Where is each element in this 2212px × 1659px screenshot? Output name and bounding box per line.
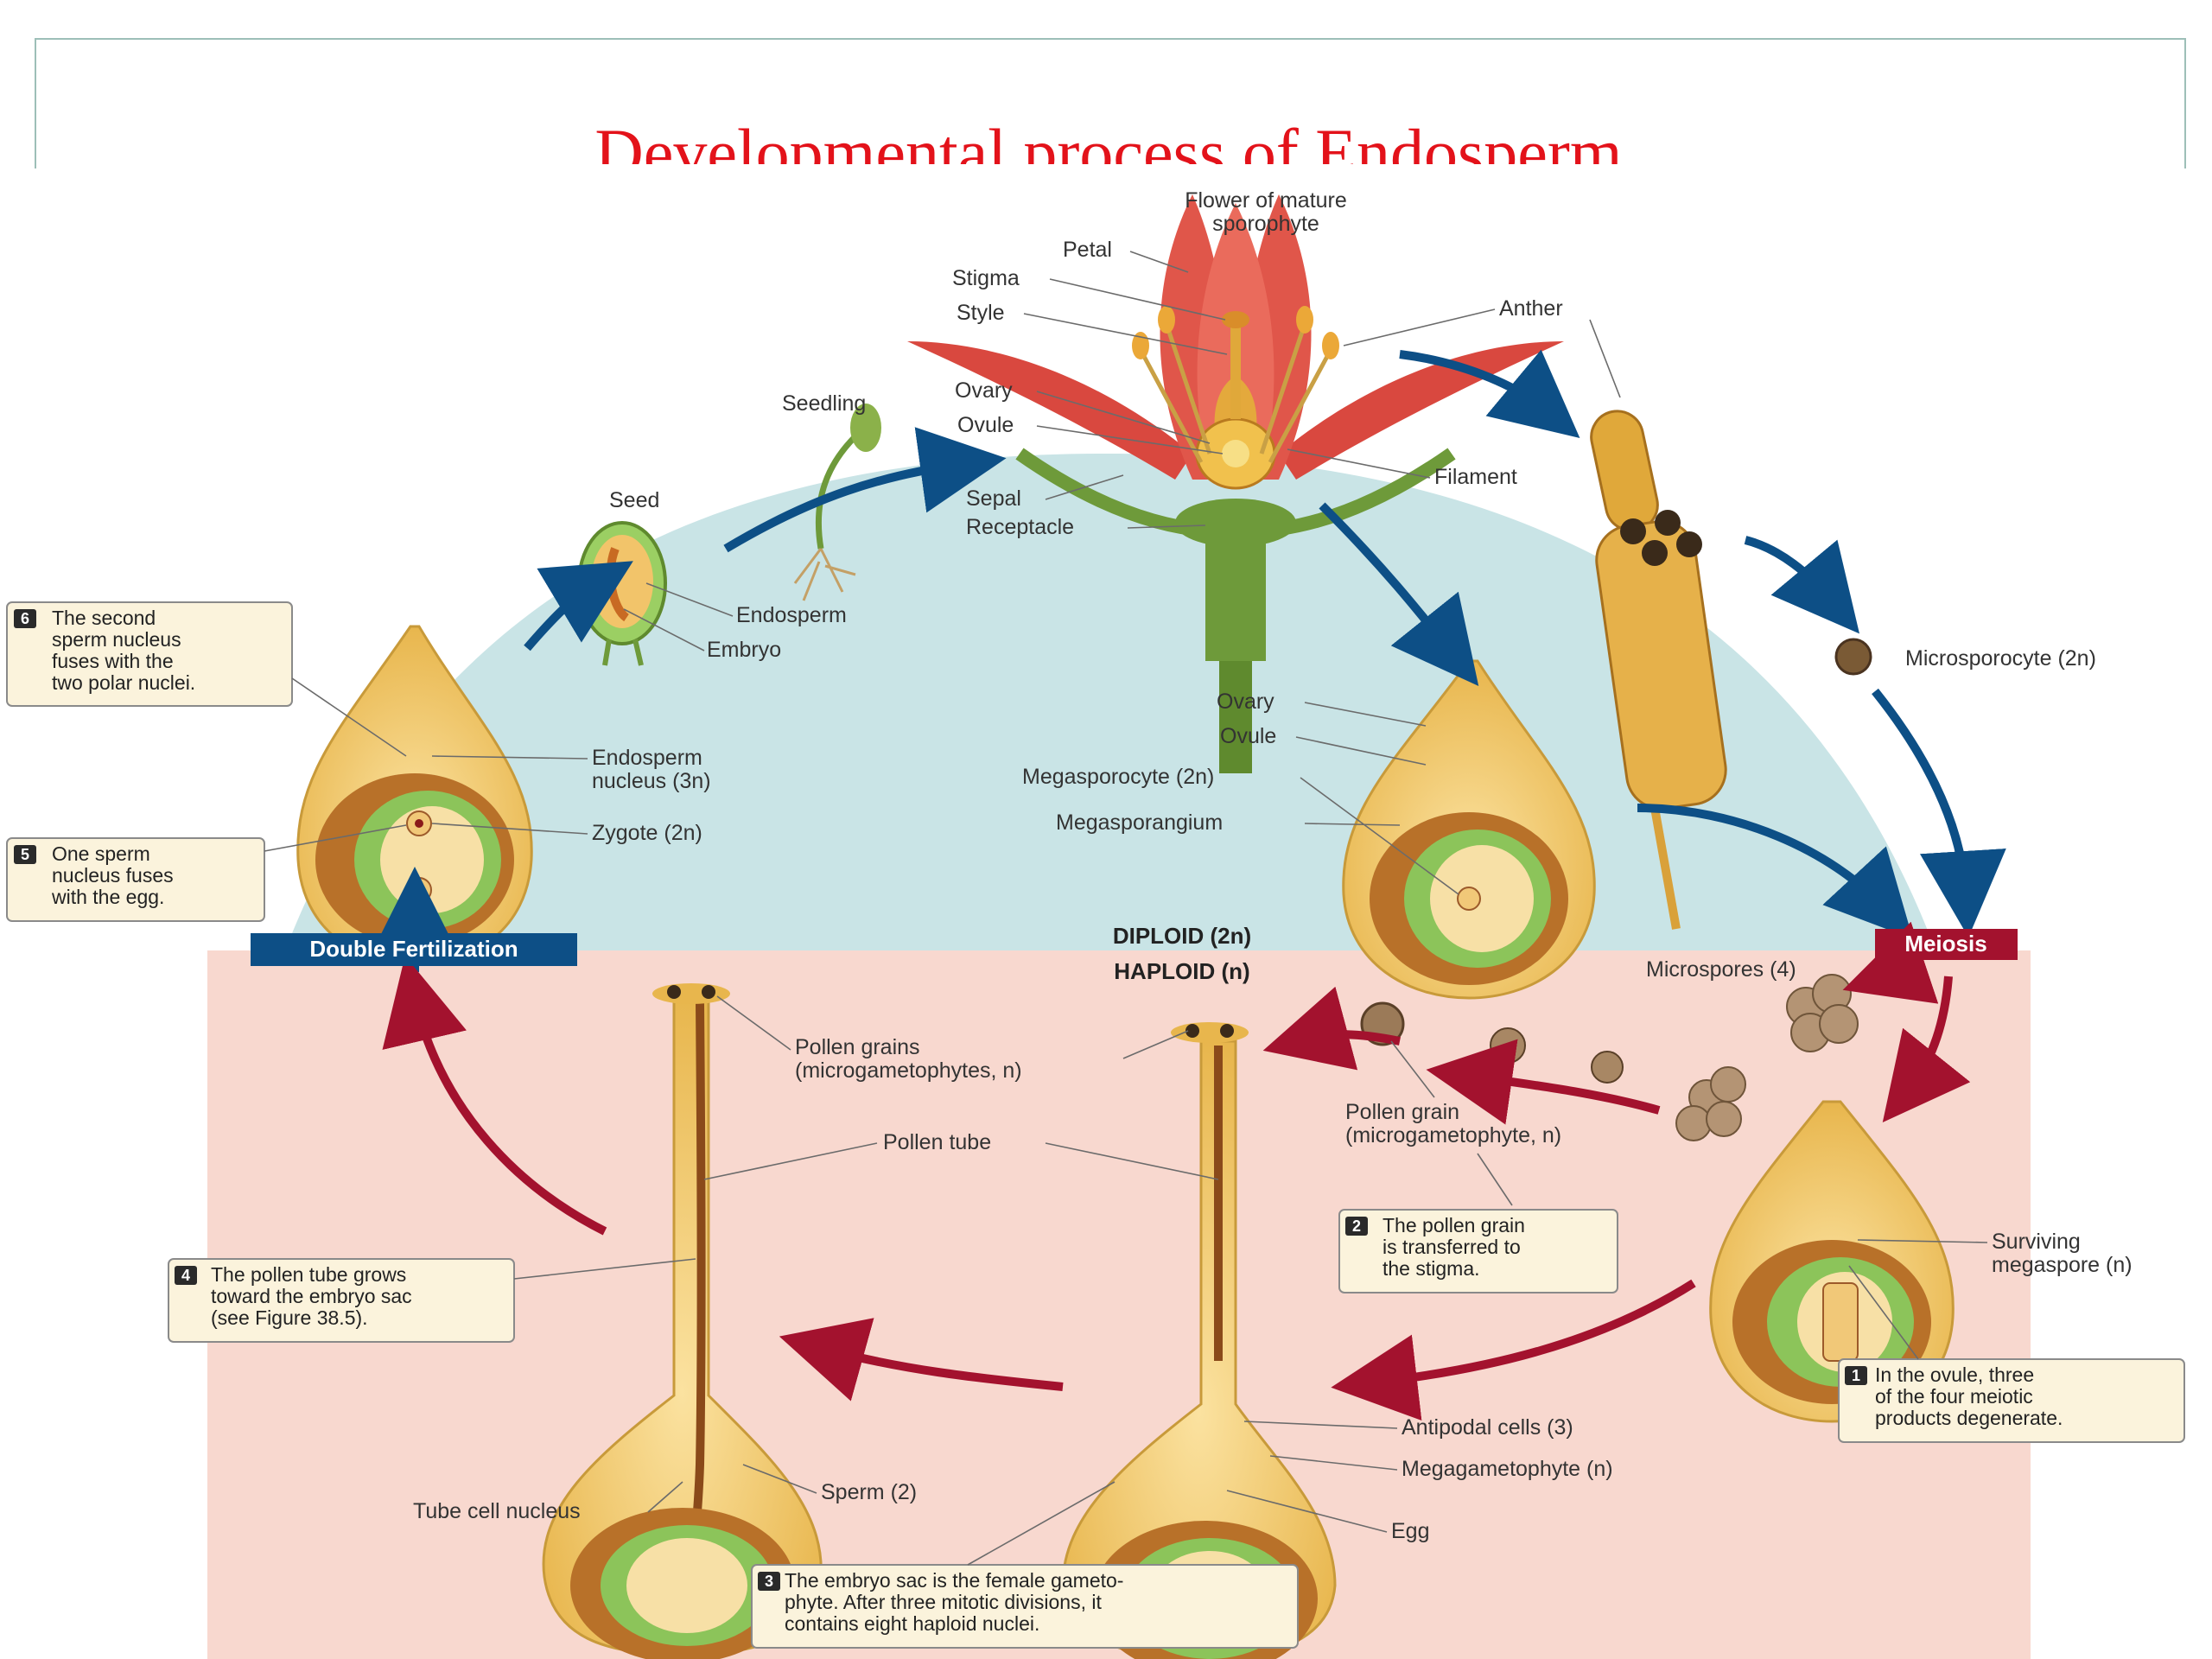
megasporocyte-ovule xyxy=(1342,659,1596,1000)
label-endosperm: Endosperm xyxy=(736,603,847,627)
title-area: Developmental process of Endosperm xyxy=(35,86,2183,164)
blue-arrows xyxy=(372,349,2006,972)
step-1-line-1: In the ovule, three xyxy=(1875,1363,2034,1386)
label-receptacle: Receptacle xyxy=(966,515,1074,539)
label-sperm: Sperm (2) xyxy=(821,1480,917,1504)
double-fertilization-banner: Double Fertilization xyxy=(251,933,577,966)
label-megasporangium: Megasporangium xyxy=(1056,810,1223,835)
step-5-number: 5 xyxy=(21,846,29,863)
step-box-3: 3 The embryo sac is the female gameto- p… xyxy=(751,1481,1299,1649)
label-ovary-mid: Ovary xyxy=(1217,690,1274,714)
meiosis-label: Meiosis xyxy=(1904,931,1986,957)
label-petal: Petal xyxy=(1063,238,1112,262)
red-arrows xyxy=(382,921,1971,1421)
label-endosperm-nucleus-2: nucleus (3n) xyxy=(592,769,711,793)
label-pollen-tube: Pollen tube xyxy=(883,1130,991,1154)
step-1-number: 1 xyxy=(1852,1367,1860,1384)
label-pollen-grains-2: (microgametophytes, n) xyxy=(795,1058,1022,1083)
step-6-line-1: The second xyxy=(52,607,156,629)
label-flower-2: sporophyte xyxy=(1212,212,1319,236)
step-2-line-3: the stigma. xyxy=(1382,1257,1480,1280)
label-sepal: Sepal xyxy=(966,486,1021,511)
life-cycle-diagram: Flower of mature sporophyte Petal Stigma… xyxy=(6,188,2185,1659)
step-5-line-1: One sperm xyxy=(52,842,150,865)
step-3-number: 3 xyxy=(765,1573,773,1590)
label-anther: Anther xyxy=(1499,296,1563,321)
label-ovule-mid: Ovule xyxy=(1220,724,1276,748)
label-stigma: Stigma xyxy=(952,266,1020,290)
flower xyxy=(907,194,1564,773)
label-seedling: Seedling xyxy=(782,391,866,416)
step-box-5: 5 One sperm nucleus fuses with the egg. xyxy=(6,824,407,922)
step-2-line-1: The pollen grain xyxy=(1382,1214,1525,1236)
label-megagametophyte: Megagametophyte (n) xyxy=(1402,1457,1613,1481)
label-tube-cell-nucleus: Tube cell nucleus xyxy=(413,1499,581,1523)
label-filament: Filament xyxy=(1434,465,1517,489)
label-seed: Seed xyxy=(609,488,659,512)
label-antipodal: Antipodal cells (3) xyxy=(1402,1415,1573,1440)
label-style: Style xyxy=(957,301,1005,325)
label-surviving-1: Surviving xyxy=(1992,1230,2081,1254)
double-fertilization-label: Double Fertilization xyxy=(309,936,518,962)
surviving-megaspore-ovule xyxy=(1709,1100,1955,1423)
step-5-line-3: with the egg. xyxy=(51,886,164,908)
step-1-line-2: of the four meiotic xyxy=(1875,1385,2033,1408)
microspores xyxy=(1786,974,1859,1052)
step-4-line-1: The pollen tube grows xyxy=(211,1263,406,1286)
anther-detail xyxy=(1590,410,1727,930)
slide-frame xyxy=(35,38,2186,213)
labels: Flower of mature sporophyte Petal Stigma… xyxy=(413,188,2133,1543)
microsporocyte-cell xyxy=(1834,638,1872,676)
step-3-line-2: phyte. After three mitotic divisions, it xyxy=(785,1591,1102,1613)
label-pollen-grain-2: (microgametophyte, n) xyxy=(1345,1123,1561,1147)
step-4-line-2: toward the embryo sac xyxy=(211,1285,412,1307)
step-6-line-4: two polar nuclei. xyxy=(52,671,195,694)
step-6-number: 6 xyxy=(21,610,29,627)
life-cycle-figure: Flower of mature sporophyte Petal Stigma… xyxy=(0,168,2212,1659)
step-box-1: 1 In the ovule, three of the four meioti… xyxy=(1838,1265,2185,1443)
label-ovule-top: Ovule xyxy=(957,413,1014,437)
label-diploid: DIPLOID (2n) xyxy=(1113,923,1251,949)
step-6-line-3: fuses with the xyxy=(52,650,174,672)
meiosis-banner: Meiosis xyxy=(1875,929,2018,960)
label-microspores: Microspores (4) xyxy=(1646,957,1796,982)
label-flower-1: Flower of mature xyxy=(1185,188,1347,213)
label-pollen-grain-1: Pollen grain xyxy=(1345,1100,1459,1124)
step-2-number: 2 xyxy=(1352,1217,1361,1235)
step-3-line-1: The embryo sac is the female gameto- xyxy=(785,1569,1123,1592)
label-zygote: Zygote (2n) xyxy=(592,821,702,845)
seedling xyxy=(793,404,881,601)
label-pollen-grains-1: Pollen grains xyxy=(795,1035,920,1059)
label-microsporocyte: Microsporocyte (2n) xyxy=(1905,646,2096,671)
step-box-2: 2 The pollen grain is transferred to the… xyxy=(1338,1209,1618,1294)
step-6-line-2: sperm nucleus xyxy=(52,628,181,651)
step-3-line-3: contains eight haploid nuclei. xyxy=(785,1612,1039,1635)
step-box-4: 4 The pollen tube grows toward the embry… xyxy=(168,1258,696,1343)
step-1-line-3: products degenerate. xyxy=(1875,1407,2063,1429)
label-haploid: HAPLOID (n) xyxy=(1114,958,1249,984)
step-2-line-2: is transferred to xyxy=(1382,1236,1521,1258)
slide-title: Developmental process of Endosperm xyxy=(594,115,1623,164)
pollen-tube-ovule-left xyxy=(542,983,823,1659)
spores-separating xyxy=(1675,1066,1746,1141)
step-4-number: 4 xyxy=(181,1267,190,1284)
label-egg: Egg xyxy=(1391,1519,1429,1543)
step-5-line-2: nucleus fuses xyxy=(52,864,174,887)
label-ovary-top: Ovary xyxy=(955,378,1013,403)
label-surviving-2: megaspore (n) xyxy=(1992,1253,2133,1277)
step-4-line-3: (see Figure 38.5). xyxy=(211,1306,368,1329)
label-megasporocyte: Megasporocyte (2n) xyxy=(1022,765,1214,789)
label-embryo: Embryo xyxy=(707,638,781,662)
step-box-6: 6 The second sperm nucleus fuses with th… xyxy=(6,601,407,757)
label-endosperm-nucleus-1: Endosperm xyxy=(592,746,702,770)
